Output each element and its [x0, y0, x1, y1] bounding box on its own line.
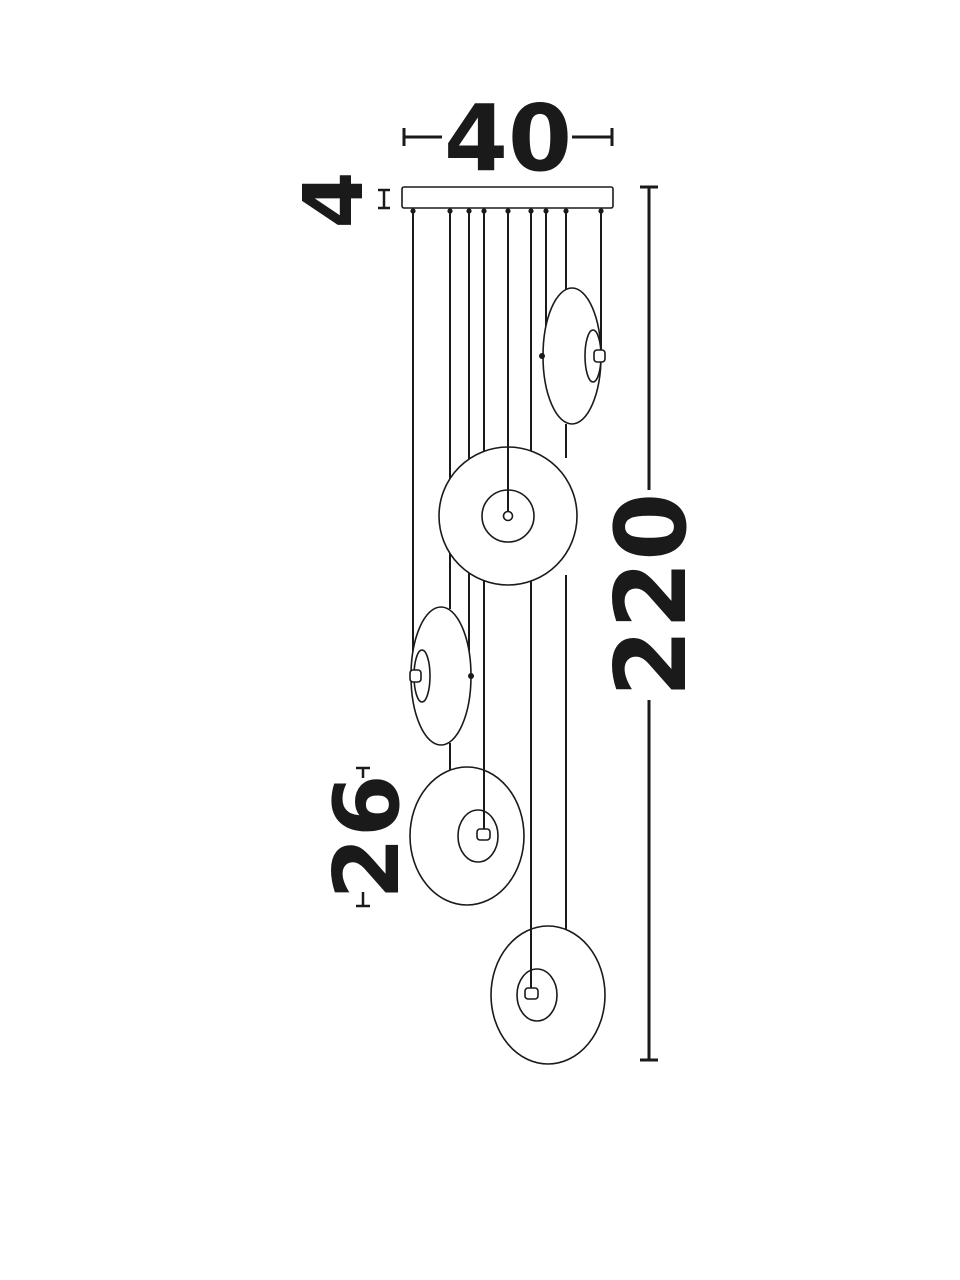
width-dimension-line	[402, 128, 614, 146]
canopy-height-dimension-line	[378, 188, 390, 210]
suspension-cables	[412, 211, 602, 992]
shade-diameter-dimension-line	[356, 766, 370, 908]
shade-left-angled	[409, 606, 474, 746]
shade-top-right	[539, 287, 606, 425]
shade-diameter-label: 26	[315, 774, 420, 899]
shade-bottom	[490, 925, 606, 1065]
width-label: 40	[444, 85, 572, 192]
shade-centre	[438, 446, 578, 586]
canopy-height-label: 4	[287, 171, 382, 228]
total-height-dimension-line	[640, 185, 658, 1062]
shade-lower-left	[409, 766, 525, 906]
total-height-label: 220	[595, 493, 709, 698]
ceiling-canopy	[401, 186, 614, 209]
